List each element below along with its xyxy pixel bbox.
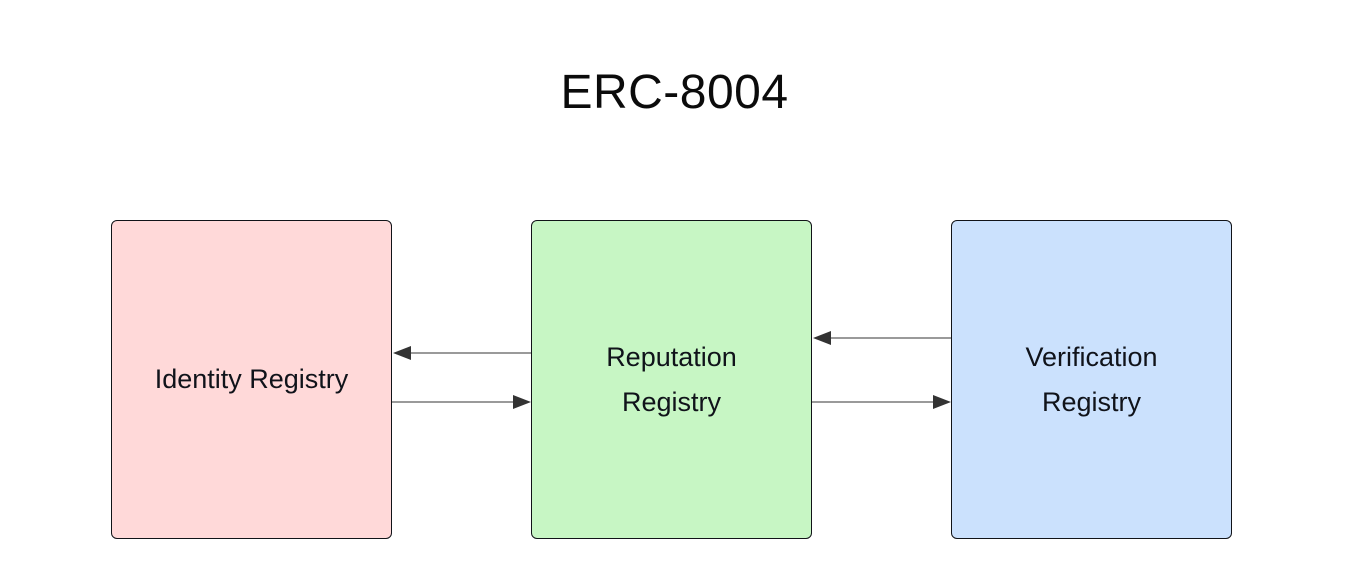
node-reputation-registry-label: Reputation Registry	[606, 341, 737, 417]
node-reputation-registry[interactable]: Reputation Registry	[531, 220, 812, 539]
edge-reputation-to-identity	[393, 346, 531, 360]
edge-identity-to-reputation	[392, 395, 531, 409]
node-identity-registry-label: Identity Registry	[154, 364, 349, 394]
arrow-head-right-icon	[933, 395, 951, 409]
arrow-head-left-icon	[393, 346, 411, 360]
node-verification-registry-label: Verification Registry	[1025, 341, 1158, 417]
node-verification-registry[interactable]: Verification Registry	[951, 220, 1232, 539]
arrow-head-left-icon	[813, 331, 831, 345]
edge-verification-to-reputation	[813, 331, 951, 345]
page-title: ERC-8004	[560, 66, 789, 119]
node-identity-registry[interactable]: Identity Registry	[111, 220, 392, 539]
arrow-head-right-icon	[513, 395, 531, 409]
edge-reputation-to-verification	[812, 395, 951, 409]
